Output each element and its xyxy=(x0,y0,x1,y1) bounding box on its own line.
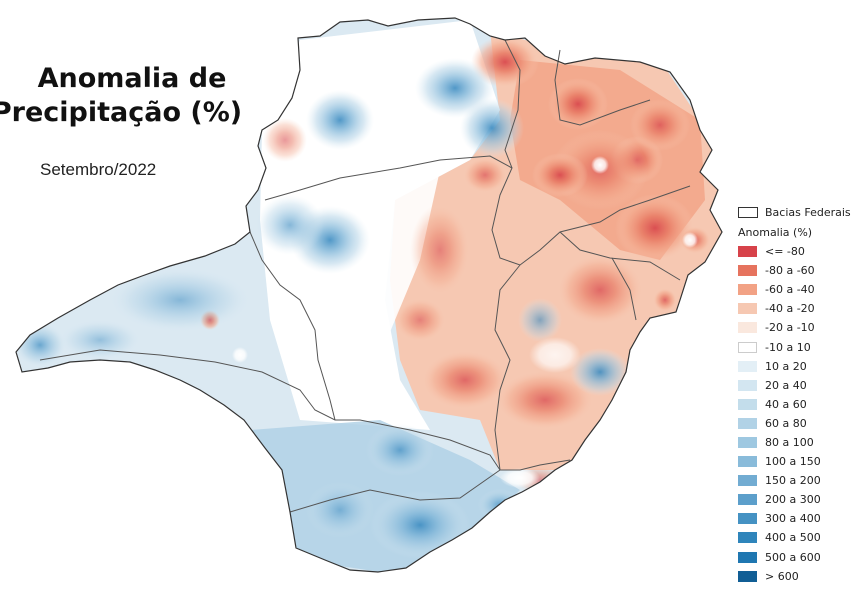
legend-swatch xyxy=(738,436,757,448)
legend-item-label: 40 a 60 xyxy=(765,397,807,411)
legend-swatch xyxy=(738,494,757,506)
legend-swatch xyxy=(738,246,757,258)
legend-item: -40 a -20 xyxy=(738,299,854,318)
legend-swatch xyxy=(738,360,757,372)
legend-swatch xyxy=(738,398,757,410)
legend-item: -60 a -40 xyxy=(738,280,854,299)
map-title-line2: Precipitação (%) xyxy=(0,97,243,128)
map-title-line1: Anomalia de xyxy=(37,63,227,94)
legend-item-label: -10 a 10 xyxy=(765,340,811,354)
legend-swatch xyxy=(738,265,757,277)
legend-swatch xyxy=(738,379,757,391)
legend-anomaly-title: Anomalia (%) xyxy=(738,226,813,239)
legend-item: 10 a 20 xyxy=(738,357,854,376)
map-title: Anomalia de Precipitação (%) xyxy=(0,62,250,130)
legend-items: <= -80 -80 a -60 -60 a -40 -40 a -20 -20 a -… xyxy=(738,242,854,607)
legend-item-label: -80 a -60 xyxy=(765,264,815,278)
legend-item: 300 a 400 xyxy=(738,509,854,528)
legend-item-label: 60 a 80 xyxy=(765,416,807,430)
legend-swatch xyxy=(738,417,757,429)
legend-swatch xyxy=(738,284,757,296)
legend-swatch xyxy=(738,341,757,353)
legend-item-label: <= -80 xyxy=(765,245,805,259)
legend-swatch xyxy=(738,570,757,582)
legend-item-label: 100 a 150 xyxy=(765,455,821,469)
map-subtitle: Setembro/2022 xyxy=(40,160,157,179)
legend-swatch xyxy=(738,532,757,544)
legend-swatch xyxy=(738,303,757,315)
legend-item-label: 150 a 200 xyxy=(765,474,821,488)
basin-swatch xyxy=(738,206,758,218)
legend-item: 150 a 200 xyxy=(738,471,854,490)
legend-basins-label: Bacias Federais xyxy=(765,205,851,219)
legend-item-label: > 600 xyxy=(765,569,799,583)
legend-item: 400 a 500 xyxy=(738,528,854,547)
legend-item-label: -20 a -10 xyxy=(765,321,815,335)
legend-item: 100 a 150 xyxy=(738,452,854,471)
legend-item: 500 a 600 xyxy=(738,548,854,567)
legend-item-label: -60 a -40 xyxy=(765,283,815,297)
legend-item-label: -40 a -20 xyxy=(765,302,815,316)
legend-item: <= -80 xyxy=(738,242,854,261)
legend-item-label: 10 a 20 xyxy=(765,359,807,373)
legend-item-label: 80 a 100 xyxy=(765,435,814,449)
legend-item-label: 300 a 400 xyxy=(765,512,821,526)
legend-item: > 600 xyxy=(738,567,854,586)
legend-item: 80 a 100 xyxy=(738,433,854,452)
map-legend: Bacias Federais Anomalia (%) <= -80 -80 a… xyxy=(738,203,854,607)
legend-item-label: 200 a 300 xyxy=(765,493,821,507)
legend-swatch xyxy=(738,456,757,468)
legend-item: 60 a 80 xyxy=(738,414,854,433)
legend-basins-row: Bacias Federais xyxy=(738,203,854,221)
legend-item: 200 a 300 xyxy=(738,490,854,509)
legend-item: -80 a -60 xyxy=(738,261,854,280)
legend-item: -20 a -10 xyxy=(738,318,854,337)
legend-item: 40 a 60 xyxy=(738,395,854,414)
legend-item-label: 500 a 600 xyxy=(765,550,821,564)
legend-swatch xyxy=(738,513,757,525)
legend-swatch xyxy=(738,322,757,334)
basin-borders xyxy=(39,39,691,513)
legend-swatch xyxy=(738,475,757,487)
precipitation-anomaly-map xyxy=(15,17,723,573)
legend-item-label: 400 a 500 xyxy=(765,531,821,545)
legend-item: 20 a 40 xyxy=(738,376,854,395)
legend-item-label: 20 a 40 xyxy=(765,378,807,392)
legend-item: -10 a 10 xyxy=(738,337,854,356)
legend-swatch xyxy=(738,551,757,563)
